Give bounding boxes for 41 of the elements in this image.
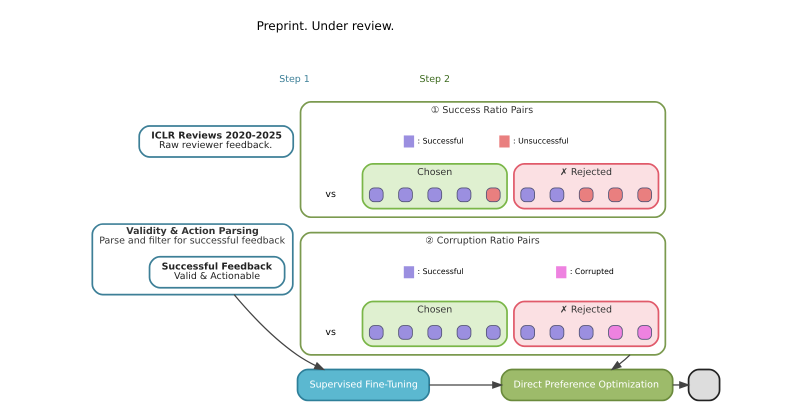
cluster: ✗ Rejected [512,162,659,210]
cluster: Chosen [361,162,508,210]
node-box [426,325,442,340]
label: vs [324,189,336,200]
node-box [520,188,534,202]
cluster: ✗ Rejected [512,300,659,348]
legend-label: : Corrupted [569,267,614,276]
node-box [398,188,412,202]
node-box: Successful Feedback Valid & Actionable [148,256,285,289]
legend-label: : Successful [417,136,464,146]
node-box [636,325,652,340]
node-box [426,188,442,202]
label: Preprint. Under review. [256,19,394,34]
node-box [549,188,564,202]
node-box [687,368,720,402]
node-box [456,325,471,340]
node-box [636,188,652,202]
node-box [485,188,500,202]
arrow [233,294,325,370]
node-box: Direct Preference Optimization [500,368,674,402]
node-box [608,325,622,340]
node-box [578,325,593,340]
node-box [520,325,534,340]
arrow [428,381,503,389]
label: Step 2 [418,74,450,85]
label: vs [324,326,336,338]
legend-label: : Unsuccessful [512,136,568,146]
node-box [549,325,564,340]
node-box [485,325,500,340]
node-box [368,188,384,202]
node-box [368,325,384,340]
cluster: Chosen [361,300,508,348]
node-box [608,188,622,202]
legend-label: : Successful [417,267,464,276]
arrow [610,354,630,370]
node-box: Supervised Fine-Tuning [296,368,430,402]
node-box: ICLR Reviews 2020-2025 Raw reviewer feedback. [138,125,294,158]
label: Step 1 [278,74,310,85]
node-box [398,325,412,340]
node-box [578,188,593,202]
node-box [456,188,471,202]
